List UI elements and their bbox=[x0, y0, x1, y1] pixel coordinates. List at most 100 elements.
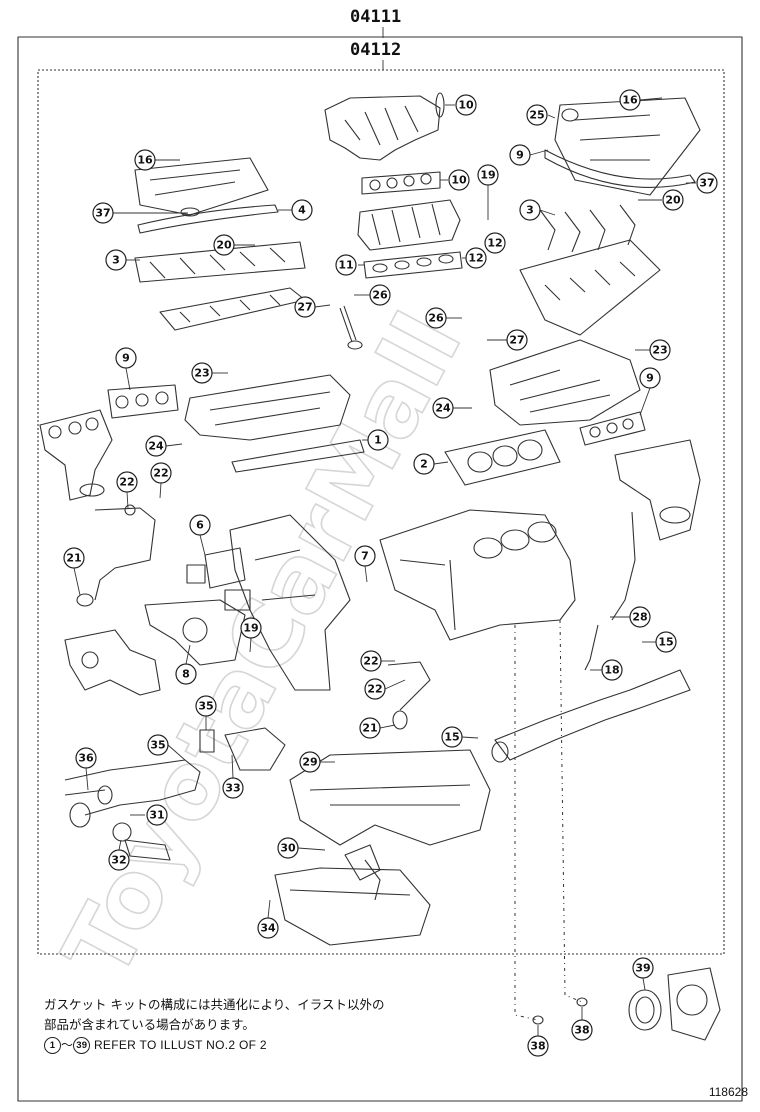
valves-center bbox=[339, 305, 363, 350]
svg-text:35: 35 bbox=[150, 739, 165, 752]
callout[interactable]: 4 bbox=[278, 199, 313, 221]
svg-text:33: 33 bbox=[225, 782, 240, 795]
svg-text:24: 24 bbox=[435, 402, 451, 415]
callout[interactable]: 38 bbox=[571, 1007, 593, 1041]
callout[interactable]: 34 bbox=[257, 899, 279, 939]
note-line-2: 部品が含まれている場合があります。 bbox=[44, 1017, 255, 1032]
callout[interactable]: 28 bbox=[610, 606, 651, 628]
svg-text:37: 37 bbox=[95, 207, 110, 220]
left-coolant-parts bbox=[64, 629, 161, 696]
callout[interactable]: 22 bbox=[116, 471, 138, 509]
callout[interactable]: 8 bbox=[175, 644, 197, 685]
callout[interactable]: 25 bbox=[526, 104, 556, 126]
callout[interactable]: 37 bbox=[686, 172, 718, 194]
callout[interactable]: 39 bbox=[632, 957, 654, 991]
callout[interactable]: 2 bbox=[413, 453, 449, 475]
svg-text:15: 15 bbox=[658, 636, 673, 649]
callout[interactable]: 19 bbox=[477, 164, 499, 220]
callout[interactable]: 22 bbox=[150, 462, 172, 499]
intake-gaskets bbox=[361, 171, 441, 195]
callout[interactable]: 6 bbox=[189, 514, 211, 556]
callout[interactable]: 27 bbox=[487, 329, 528, 351]
callout[interactable]: 1 bbox=[362, 429, 389, 451]
left-cam-parts bbox=[134, 241, 306, 283]
callout[interactable]: 23 bbox=[191, 362, 228, 384]
svg-text:6: 6 bbox=[196, 519, 204, 532]
callout[interactable]: 22 bbox=[360, 650, 395, 672]
callout[interactable]: 20 bbox=[213, 234, 255, 256]
callout[interactable]: 18 bbox=[590, 659, 623, 681]
callout[interactable]: 16 bbox=[134, 149, 180, 171]
callout[interactable]: 36 bbox=[75, 747, 97, 791]
oil-strainer bbox=[344, 844, 381, 901]
callout[interactable]: 12 bbox=[484, 232, 506, 254]
callout[interactable]: 15 bbox=[642, 631, 677, 653]
coolant-hose bbox=[112, 822, 171, 861]
callout[interactable]: 20 bbox=[638, 189, 684, 211]
svg-text:20: 20 bbox=[665, 194, 681, 207]
intake-manifold-gasket bbox=[363, 251, 463, 279]
intake-runners bbox=[357, 199, 461, 251]
part-number-top: 04111 bbox=[350, 7, 401, 27]
callout[interactable]: 27 bbox=[294, 296, 331, 318]
water-outlet-pipe bbox=[491, 669, 691, 763]
svg-text:12: 12 bbox=[468, 252, 483, 265]
callout[interactable]: 7 bbox=[354, 545, 376, 583]
svg-text:9: 9 bbox=[516, 149, 524, 162]
svg-text:3: 3 bbox=[112, 254, 120, 267]
callout[interactable]: 33 bbox=[222, 754, 244, 799]
callout[interactable]: 32 bbox=[108, 839, 130, 871]
callout[interactable]: 21 bbox=[63, 547, 85, 596]
callout[interactable]: 11 bbox=[335, 254, 364, 276]
svg-text:19: 19 bbox=[243, 622, 258, 635]
callout[interactable]: 3 bbox=[105, 249, 140, 271]
callout[interactable]: 9 bbox=[509, 144, 549, 166]
svg-text:16: 16 bbox=[137, 154, 153, 167]
svg-text:9: 9 bbox=[122, 352, 130, 365]
callout[interactable]: 26 bbox=[354, 284, 391, 306]
svg-text:8: 8 bbox=[182, 668, 190, 681]
callout[interactable]: 26 bbox=[425, 307, 462, 329]
callout[interactable]: 10 bbox=[440, 169, 470, 191]
callout[interactable]: 35 bbox=[195, 695, 217, 730]
callout[interactable]: 16 bbox=[619, 89, 663, 111]
callout[interactable]: 9 bbox=[115, 347, 137, 391]
callout[interactable]: 31 bbox=[130, 804, 168, 826]
callout[interactable]: 9 bbox=[639, 367, 661, 416]
callout[interactable]: 21 bbox=[359, 717, 396, 739]
callout[interactable]: 29 bbox=[299, 751, 335, 773]
callout[interactable]: 35 bbox=[147, 734, 186, 761]
svg-text:12: 12 bbox=[487, 237, 502, 250]
oil-pan-upper bbox=[289, 749, 491, 846]
svg-text:10: 10 bbox=[458, 99, 474, 112]
left-valve-cover bbox=[134, 157, 279, 234]
svg-text:1: 1 bbox=[374, 434, 382, 447]
svg-text:27: 27 bbox=[509, 334, 524, 347]
callout[interactable]: 15 bbox=[441, 726, 479, 748]
svg-text:18: 18 bbox=[604, 664, 619, 677]
svg-text:19: 19 bbox=[480, 169, 495, 182]
svg-text:21: 21 bbox=[66, 552, 81, 565]
svg-text:27: 27 bbox=[297, 301, 312, 314]
inner-frame bbox=[37, 69, 725, 955]
callout[interactable]: 24 bbox=[432, 397, 472, 419]
engine-block bbox=[379, 509, 576, 641]
callout[interactable]: 37 bbox=[92, 202, 188, 224]
svg-text:32: 32 bbox=[111, 854, 126, 867]
svg-text:7: 7 bbox=[361, 550, 369, 563]
refer-text: REFER TO ILLUST NO.2 OF 2 bbox=[93, 1038, 267, 1052]
svg-text:4: 4 bbox=[298, 204, 306, 217]
callout[interactable]: 10 bbox=[445, 94, 477, 116]
svg-text:37: 37 bbox=[699, 177, 714, 190]
callout[interactable]: 19 bbox=[240, 617, 262, 653]
callout[interactable]: 22 bbox=[364, 678, 406, 700]
callout[interactable]: 24 bbox=[145, 435, 183, 457]
thermostat-housing bbox=[199, 727, 286, 771]
left-exhaust-manifold bbox=[39, 409, 113, 501]
callout[interactable]: 12 bbox=[462, 247, 487, 269]
callout[interactable]: 30 bbox=[277, 837, 326, 859]
callout[interactable]: 3 bbox=[519, 199, 556, 221]
svg-text:26: 26 bbox=[428, 312, 444, 325]
callout[interactable]: 38 bbox=[527, 1025, 549, 1057]
callout[interactable]: 23 bbox=[635, 339, 671, 361]
